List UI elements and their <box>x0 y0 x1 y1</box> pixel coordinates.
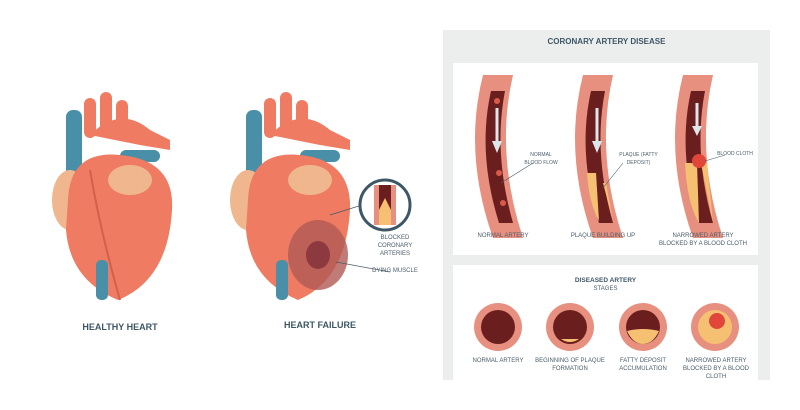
healthy-heart <box>52 92 173 301</box>
caption-narrowed-artery: NARROWED ARTERY BLOCKED BY A BLOOD CLOTH <box>659 233 747 247</box>
stage-label-blocked: NARROWED ARTERY BLOCKED BY A BLOOD CLOTH <box>683 358 749 380</box>
callout-blood-cloth: BLOOD CLOTH <box>717 151 753 157</box>
stages-subtitle: STAGES <box>593 286 618 292</box>
stage-normal <box>474 303 522 351</box>
heart-failure-label: HEART FAILURE <box>284 320 356 330</box>
panel-title: CORONARY ARTERY DISEASE <box>547 37 666 46</box>
stages-card: DISEASED ARTERY STAGES NO <box>453 265 758 380</box>
failing-heart <box>230 92 391 300</box>
stage-label-fatty: FATTY DEPOSIT ACCUMULATION <box>619 358 667 372</box>
artery-comparison-card: NORMAL BLOOD FLOW PLAQUE (FATTY DEPOSIT)… <box>453 63 758 255</box>
stage-fatty-deposit <box>619 303 667 351</box>
callout-normal-blood-flow: NORMAL BLOOD FLOW <box>524 152 558 166</box>
coronary-artery-disease-panel: CORONARY ARTERY DISEASE <box>443 30 770 380</box>
normal-artery <box>475 75 534 238</box>
artery-sections <box>475 75 726 238</box>
blocked-arteries-label: BLOCKED CORONARY ARTERIES <box>377 235 413 257</box>
caption-plaque-building: PLAQUE BUILDING UP <box>570 233 636 239</box>
caption-normal-artery: NORMAL ARTERY <box>477 233 529 239</box>
blocked-artery-magnifier <box>358 178 412 232</box>
plaque-artery <box>575 75 624 238</box>
healthy-heart-label: HEALTHY HEART <box>82 322 158 332</box>
stage-cross-sections <box>474 303 739 351</box>
stages-title: DISEASED ARTERY <box>574 277 637 284</box>
stage-label-normal: NORMAL ARTERY <box>472 358 524 364</box>
callout-plaque: PLAQUE (FATTY DEPOSIT) <box>619 152 658 166</box>
stage-label-beginning: BEGINNING OF PLAQUE FORMATION <box>535 358 605 372</box>
dying-muscle-label: DYING MUSCLE <box>372 268 418 274</box>
clot-artery <box>675 75 726 238</box>
hearts-illustration <box>52 92 412 301</box>
stage-blocked <box>691 303 739 351</box>
stage-beginning-plaque <box>546 303 594 351</box>
